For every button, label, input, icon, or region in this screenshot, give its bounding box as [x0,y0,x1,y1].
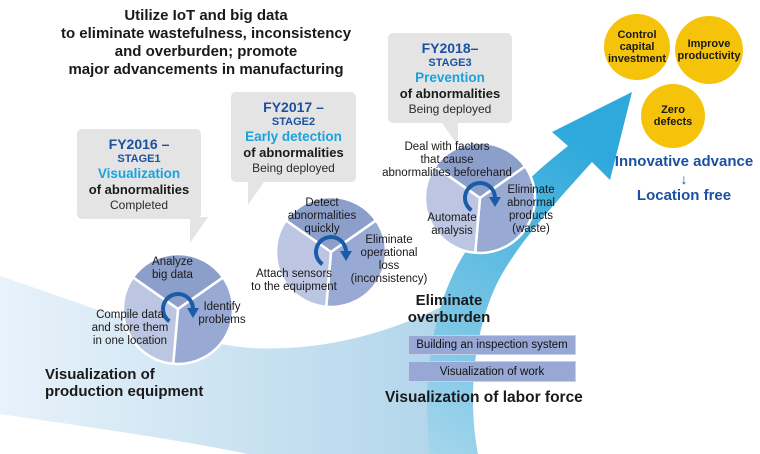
stage3-target: of abnormalities [399,86,501,101]
stage3-cycle-pie [423,141,537,255]
title-line: to eliminate wastefulness, inconsistency [60,25,352,42]
stage3-status: Being deployed [408,102,492,116]
down-arrow-icon: ↓ [680,171,688,187]
stage1-target: of abnormalities [88,182,190,197]
stage2-cycle-pie [274,195,388,309]
stage3-theme: Prevention [415,70,485,85]
pie-segment-right [473,165,537,255]
stage1-cycle-pie [121,252,235,366]
pie-segment-top [284,195,378,254]
pie3-label-right: Eliminate abnormal products (waste) [507,184,555,235]
clockwise-arrow-icon [314,235,348,266]
pie1-label-left: Compile data and store them in one locat… [91,309,169,347]
clockwise-arrowhead-icon [187,308,199,318]
stage1-callout: FY2016 – STAGE1 Visualization of abnorma… [77,129,201,219]
clockwise-arrowhead-icon [489,197,501,207]
arrow-shape [427,92,632,454]
stage3-label: STAGE3 [428,57,472,69]
pie1-label-right: Identify problems [198,301,246,326]
pie2-label-top: Detect abnormalities quickly [287,197,357,235]
title-line: and overburden; promote [114,43,298,60]
callout-tail [440,120,458,146]
stage2-target: of abnormalities [243,145,344,160]
stage2-status: Being deployed [252,161,335,175]
outcome-bottom: Location free [636,187,732,204]
label-eliminate-overburden: Eliminate overburden [407,292,491,326]
stage2-fiscal-year: FY2017 – [263,99,324,115]
pie3-label-top: Deal with factors that cause abnormaliti… [382,141,512,179]
stage3-callout: FY2018– STAGE3 Prevention of abnormaliti… [388,33,512,123]
stage2-callout: FY2017 – STAGE2 Early detection of abnor… [231,92,356,182]
bar-building-inspection-system: Building an inspection system [408,335,576,355]
stage2-label: STAGE2 [271,116,316,128]
stage1-label: STAGE1 [117,153,161,165]
pie1-label-top: Analyze big data [152,256,193,281]
pie-segment-left [423,165,482,255]
pie2-label-left: Attach sensors to the equipment [251,268,337,293]
wave-shape [0,276,465,454]
clockwise-arrow-icon [463,181,497,212]
goal-control-capital-investment: Control capital investment [604,14,670,80]
stage2-theme: Early detection [245,129,342,144]
title-line: major advancements in manufacturing [68,61,344,78]
label-visualization-production-equipment: Visualization of production equipment [45,366,204,400]
stage1-fiscal-year: FY2016 – [108,136,170,152]
pie-segment-left [274,219,333,309]
pie-segment-top [131,252,225,311]
pie2-label-right: Eliminate operational loss (inconsistenc… [350,234,428,285]
pie-segment-left [121,276,180,366]
stage1-theme: Visualization [97,166,181,181]
outcome-top: Innovative advance [614,153,754,170]
clockwise-arrowhead-icon [340,251,352,261]
bar-visualization-of-work: Visualization of work [408,361,576,382]
title-line: Utilize IoT and big data [124,7,288,24]
diagram-title: Utilize IoT and big data to eliminate wa… [16,7,396,79]
stage3-fiscal-year: FY2018– [421,40,479,56]
pie3-label-left: Automate analysis [427,212,477,237]
clockwise-arrow-icon [161,292,195,323]
pie-segment-top [433,141,527,200]
pie-segment-right [324,219,388,309]
label-visualization-labor-force: Visualization of labor force [385,389,583,406]
outcome-block: Innovative advance ↓ Location free [608,153,760,205]
pie-segment-right [171,276,235,366]
callout-tail [248,179,266,205]
goal-zero-defects: Zero defects [641,84,705,148]
stage1-status: Completed [109,198,169,212]
goal-improve-productivity: Improve productivity [675,16,743,84]
callout-tail [190,217,208,243]
